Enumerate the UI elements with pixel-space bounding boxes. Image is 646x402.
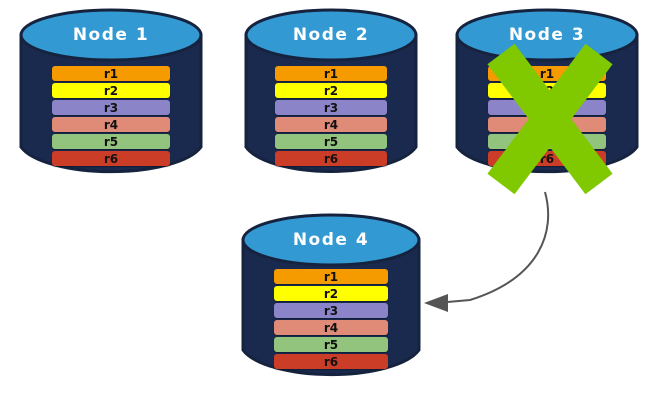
node-4[interactable]: Node 4 r1 r2 r3 r4 r5 r6	[240, 211, 422, 389]
record-label: r6	[103, 151, 119, 166]
record-label: r3	[323, 100, 339, 115]
record-label: r1	[323, 269, 339, 284]
record-label: r3	[323, 303, 339, 318]
record-label: r2	[323, 83, 339, 98]
record-r6[interactable]: r6	[274, 354, 388, 369]
record-label: r2	[323, 286, 339, 301]
record-label: r4	[323, 117, 339, 132]
record-r6[interactable]: r6	[52, 151, 170, 166]
record-label: r1	[103, 66, 119, 81]
record-r5[interactable]: r5	[275, 134, 387, 149]
record-r4[interactable]: r4	[274, 320, 388, 335]
record-label: r4	[323, 320, 339, 335]
record-r2[interactable]: r2	[274, 286, 388, 301]
record-label: r1	[323, 66, 339, 81]
record-label: r5	[103, 134, 119, 149]
record-r4[interactable]: r4	[52, 117, 170, 132]
record-r2[interactable]: r2	[52, 83, 170, 98]
arrow-path	[435, 191, 550, 304]
record-label: r6	[323, 151, 339, 166]
record-list: r1 r2 r3 r4 r5 r6	[18, 66, 204, 166]
record-label: r2	[103, 83, 119, 98]
node-1[interactable]: Node 1 r1 r2 r3 r4 r5 r6	[18, 6, 204, 186]
record-r5[interactable]: r5	[52, 134, 170, 149]
record-r3[interactable]: r3	[275, 100, 387, 115]
record-r5[interactable]: r5	[274, 337, 388, 352]
record-r1[interactable]: r1	[52, 66, 170, 81]
record-r2[interactable]: r2	[275, 83, 387, 98]
record-label: r5	[323, 134, 339, 149]
record-r1[interactable]: r1	[275, 66, 387, 81]
record-label: r3	[103, 100, 119, 115]
record-r3[interactable]: r3	[52, 100, 170, 115]
record-label: r6	[323, 354, 339, 369]
record-list: r1 r2 r3 r4 r5 r6	[243, 66, 419, 166]
record-r6[interactable]: r6	[275, 151, 387, 166]
record-list: r1 r2 r3 r4 r5 r6	[240, 269, 422, 369]
record-label: r4	[103, 117, 119, 132]
record-r1[interactable]: r1	[274, 269, 388, 284]
record-label: r5	[323, 337, 339, 352]
record-r4[interactable]: r4	[275, 117, 387, 132]
arrow-head-icon	[424, 294, 448, 312]
node-2[interactable]: Node 2 r1 r2 r3 r4 r5 r6	[243, 6, 419, 186]
record-r3[interactable]: r3	[274, 303, 388, 318]
